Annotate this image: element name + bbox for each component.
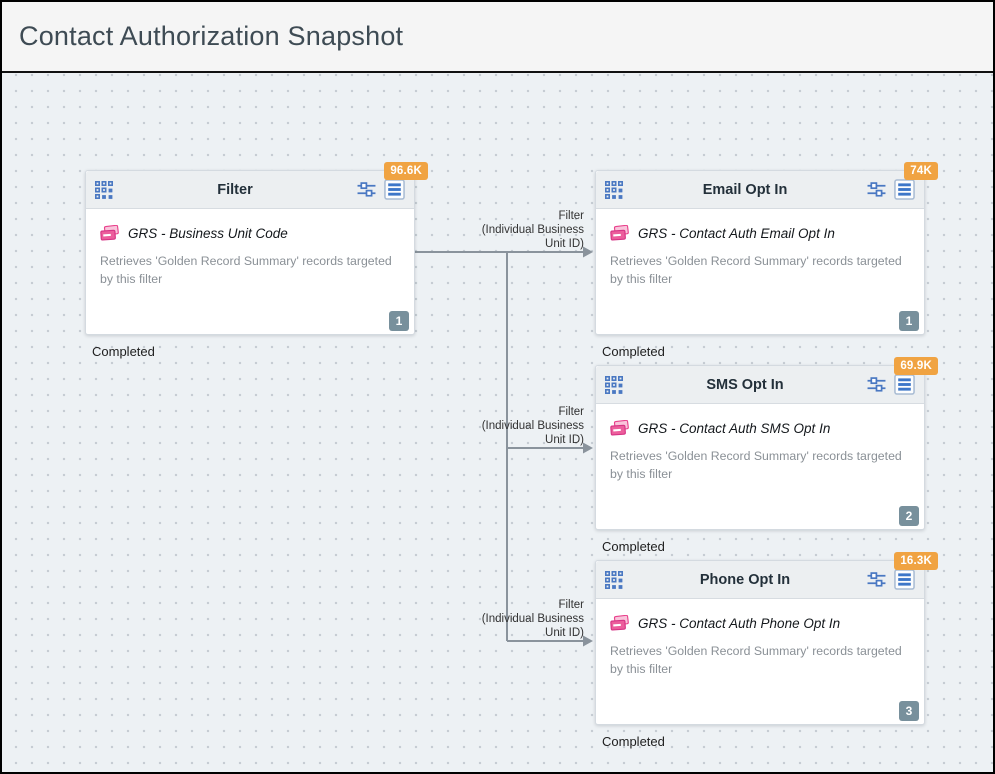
- node-description: Retrieves 'Golden Record Summary' record…: [610, 254, 902, 286]
- node-description: Retrieves 'Golden Record Summary' record…: [610, 449, 902, 481]
- node-title: SMS Opt In: [706, 376, 784, 393]
- activity-log-icon[interactable]: [894, 569, 915, 590]
- sequence-badge: 1: [899, 311, 919, 331]
- node-header: Phone Opt In: [596, 561, 924, 599]
- node-description: Retrieves 'Golden Record Summary' record…: [100, 254, 392, 286]
- source-name: GRS - Contact Auth Email Opt In: [638, 225, 835, 241]
- connector-label: Filter (Individual Business Unit ID): [481, 599, 584, 639]
- sequence-badge: 2: [899, 506, 919, 526]
- node-header: SMS Opt In: [596, 366, 924, 404]
- connector-label: Filter (Individual Business Unit ID): [481, 210, 584, 250]
- status-label: Completed: [92, 344, 155, 359]
- record-count-badge[interactable]: 74K: [904, 162, 938, 180]
- configure-sliders-icon[interactable]: [357, 181, 376, 198]
- sequence-badge: 3: [899, 701, 919, 721]
- status-label: Completed: [602, 539, 665, 554]
- status-label: Completed: [602, 344, 665, 359]
- data-extension-cards-icon: [100, 225, 119, 241]
- configure-sliders-icon[interactable]: [867, 181, 886, 198]
- node-filter[interactable]: 96.6K Filter GRS - Business Unit Code Re…: [85, 162, 428, 335]
- record-count-badge[interactable]: 96.6K: [384, 162, 428, 180]
- source-name: GRS - Business Unit Code: [128, 225, 288, 241]
- record-count-badge[interactable]: 16.3K: [894, 552, 938, 570]
- node-sms-opt-in[interactable]: 69.9K SMS Opt In GRS - Contact Auth SMS …: [595, 357, 938, 530]
- data-extension-cards-icon: [610, 615, 629, 631]
- activity-log-icon[interactable]: [384, 179, 405, 200]
- activity-grid-icon: [95, 181, 113, 199]
- node-body: GRS - Contact Auth Email Opt In Retrieve…: [596, 209, 924, 335]
- node-header: Filter: [86, 171, 414, 209]
- status-label: Completed: [602, 734, 665, 749]
- node-body: GRS - Contact Auth Phone Opt In Retrieve…: [596, 599, 924, 725]
- node-phone-opt-in[interactable]: 16.3K Phone Opt In GRS - Contact Auth Ph…: [595, 552, 938, 725]
- title-bar: Contact Authorization Snapshot: [2, 2, 993, 73]
- node-body: GRS - Business Unit Code Retrieves 'Gold…: [86, 209, 414, 335]
- source-name: GRS - Contact Auth Phone Opt In: [638, 615, 841, 631]
- source-name: GRS - Contact Auth SMS Opt In: [638, 420, 831, 436]
- activity-log-icon[interactable]: [894, 374, 915, 395]
- node-header: Email Opt In: [596, 171, 924, 209]
- node-title: Phone Opt In: [699, 571, 791, 588]
- activity-log-icon[interactable]: [894, 179, 915, 200]
- node-title: Filter: [217, 181, 253, 198]
- activity-grid-icon: [605, 181, 623, 199]
- node-body: GRS - Contact Auth SMS Opt In Retrieves …: [596, 404, 924, 530]
- journey-canvas[interactable]: Filter (Individual Business Unit ID) Fil…: [2, 73, 993, 770]
- sequence-badge: 1: [389, 311, 409, 331]
- node-description: Retrieves 'Golden Record Summary' record…: [610, 644, 902, 676]
- data-extension-cards-icon: [610, 225, 629, 241]
- data-extension-cards-icon: [610, 420, 629, 436]
- connector-label: Filter (Individual Business Unit ID): [481, 406, 584, 446]
- activity-grid-icon: [605, 571, 623, 589]
- page-title: Contact Authorization Snapshot: [19, 21, 404, 51]
- node-email-opt-in[interactable]: 74K Email Opt In GRS - Contact Auth Emai…: [595, 162, 938, 335]
- node-title: Email Opt In: [702, 181, 788, 198]
- configure-sliders-icon[interactable]: [867, 376, 886, 393]
- activity-grid-icon: [605, 376, 623, 394]
- configure-sliders-icon[interactable]: [867, 571, 886, 588]
- record-count-badge[interactable]: 69.9K: [894, 357, 938, 375]
